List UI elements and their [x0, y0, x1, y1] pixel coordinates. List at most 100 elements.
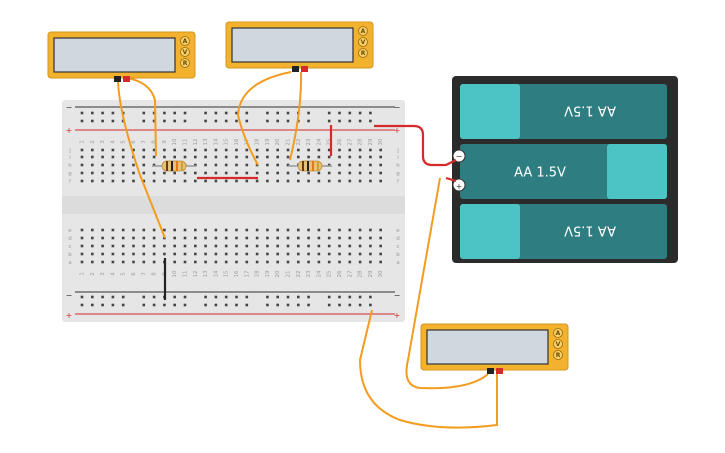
breadboard-holes — [80, 111, 382, 307]
meter-button-label: V — [361, 39, 366, 46]
column-number: 3 — [100, 272, 106, 276]
column-number: 19 — [265, 270, 271, 277]
column-number: 23 — [306, 270, 312, 277]
row-letter: i — [69, 155, 71, 161]
breadboard-power-rails — [75, 106, 395, 315]
column-number: 12 — [193, 139, 199, 146]
row-letter: h — [396, 163, 400, 169]
row-letter: c — [68, 244, 71, 250]
column-number: 21 — [286, 271, 292, 278]
column-number: 18 — [255, 270, 261, 277]
battery-minus-terminal[interactable]: − — [452, 149, 466, 163]
column-number: 2 — [90, 272, 96, 276]
column-number: 4 — [110, 140, 116, 144]
meter-mode-button-r[interactable]: R — [553, 350, 563, 360]
battery-cell-1[interactable]: AA 1.5V — [460, 84, 667, 139]
probe-com-black[interactable] — [114, 76, 121, 82]
wire-orange-meter2-v[interactable] — [289, 71, 303, 161]
column-number: 18 — [255, 138, 261, 145]
meter-mode-button-a[interactable]: A — [553, 328, 563, 338]
column-number: 28 — [358, 138, 364, 145]
battery-cell-3[interactable]: AA 1.5V — [460, 204, 667, 259]
wire-orange-meter3-v[interactable] — [358, 309, 498, 429]
wire-orange-meter2-com[interactable] — [236, 71, 292, 166]
rail-minus-sign-bl: − — [66, 291, 73, 300]
wire-black-battery-lead[interactable] — [445, 176, 457, 183]
row-letter: j — [68, 148, 71, 154]
meter-display — [231, 27, 354, 63]
meter-mode-button-a[interactable]: A — [180, 36, 190, 46]
column-number: 2 — [90, 140, 96, 144]
column-number: 23 — [306, 138, 312, 145]
meter-button-label: R — [556, 352, 561, 359]
row-letter: h — [68, 163, 72, 169]
column-number: 8 — [152, 140, 158, 144]
row-letter: i — [397, 155, 399, 161]
battery-plus-terminal[interactable]: + — [452, 178, 466, 192]
row-letter: b — [396, 252, 400, 258]
multimeter-1[interactable]: AVR — [47, 31, 196, 82]
column-number: 7 — [141, 140, 147, 144]
column-number: 30 — [378, 270, 384, 277]
column-number: 10 — [172, 138, 178, 145]
battery-minus-sign: − — [456, 152, 463, 161]
column-number: 3 — [100, 140, 106, 144]
probe-v-red[interactable] — [496, 368, 503, 374]
rail-minus-sign-br: − — [394, 291, 401, 300]
row-letter: e — [68, 228, 72, 234]
battery-cell-label: AA 1.5V — [514, 166, 566, 181]
column-number: 14 — [213, 270, 219, 277]
meter-button-label: A — [556, 330, 561, 337]
resistor-1[interactable] — [152, 160, 196, 172]
column-number: 8 — [152, 272, 158, 276]
column-number: 20 — [275, 138, 281, 145]
wire-red-battery-to-rail[interactable] — [374, 124, 457, 167]
column-number: 25 — [327, 138, 333, 145]
probe-v-red[interactable] — [301, 66, 308, 72]
meter-mode-button-v[interactable]: V — [180, 47, 190, 57]
meter-button-label: A — [183, 38, 188, 45]
row-letter: c — [396, 244, 399, 250]
meter-button-label: V — [556, 341, 561, 348]
meter-mode-button-r[interactable]: R — [180, 58, 190, 68]
rail-minus-sign-tl: − — [66, 103, 73, 112]
column-number: 16 — [234, 270, 240, 277]
battery-plus-sign: + — [456, 182, 463, 191]
column-number: 11 — [183, 139, 189, 146]
column-number: 20 — [275, 270, 281, 277]
row-letter: f — [69, 179, 72, 185]
meter-mode-button-v[interactable]: V — [553, 339, 563, 349]
resistor-2[interactable] — [288, 160, 332, 172]
wire-orange-meter1-com[interactable] — [117, 77, 166, 239]
probe-v-red[interactable] — [123, 76, 130, 82]
meter-mode-button-r[interactable]: R — [358, 48, 368, 58]
battery-cell-2[interactable]: AA 1.5V — [460, 144, 667, 199]
row-letter: f — [397, 179, 400, 185]
meter-display — [426, 329, 549, 365]
probe-com-black[interactable] — [292, 66, 299, 72]
battery-pack[interactable]: AA 1.5V AA 1.5V AA 1.5V − + — [452, 76, 678, 263]
wire-orange-meter3-com[interactable] — [405, 177, 489, 390]
column-number: 27 — [347, 138, 353, 145]
wire-orange-meter1-v[interactable] — [126, 77, 157, 157]
rail-minus-sign-tr: − — [394, 103, 401, 112]
probe-com-black[interactable] — [487, 368, 494, 374]
breadboard-center-channel — [62, 196, 405, 214]
column-number: 29 — [368, 270, 374, 277]
meter-button-label: R — [361, 50, 366, 57]
meter-mode-button-v[interactable]: V — [358, 37, 368, 47]
column-number: 15 — [224, 138, 230, 145]
column-number: 4 — [110, 272, 116, 276]
meter-mode-button-a[interactable]: A — [358, 26, 368, 36]
row-letter: g — [68, 171, 72, 177]
wires — [117, 71, 498, 429]
column-number: 22 — [296, 271, 302, 278]
column-number: 10 — [172, 270, 178, 277]
row-letter: d — [396, 236, 400, 242]
column-number: 9 — [162, 140, 168, 144]
column-number: 29 — [368, 138, 374, 145]
multimeter-2[interactable]: AVR — [225, 21, 374, 72]
multimeter-3[interactable]: AVR — [420, 323, 569, 374]
